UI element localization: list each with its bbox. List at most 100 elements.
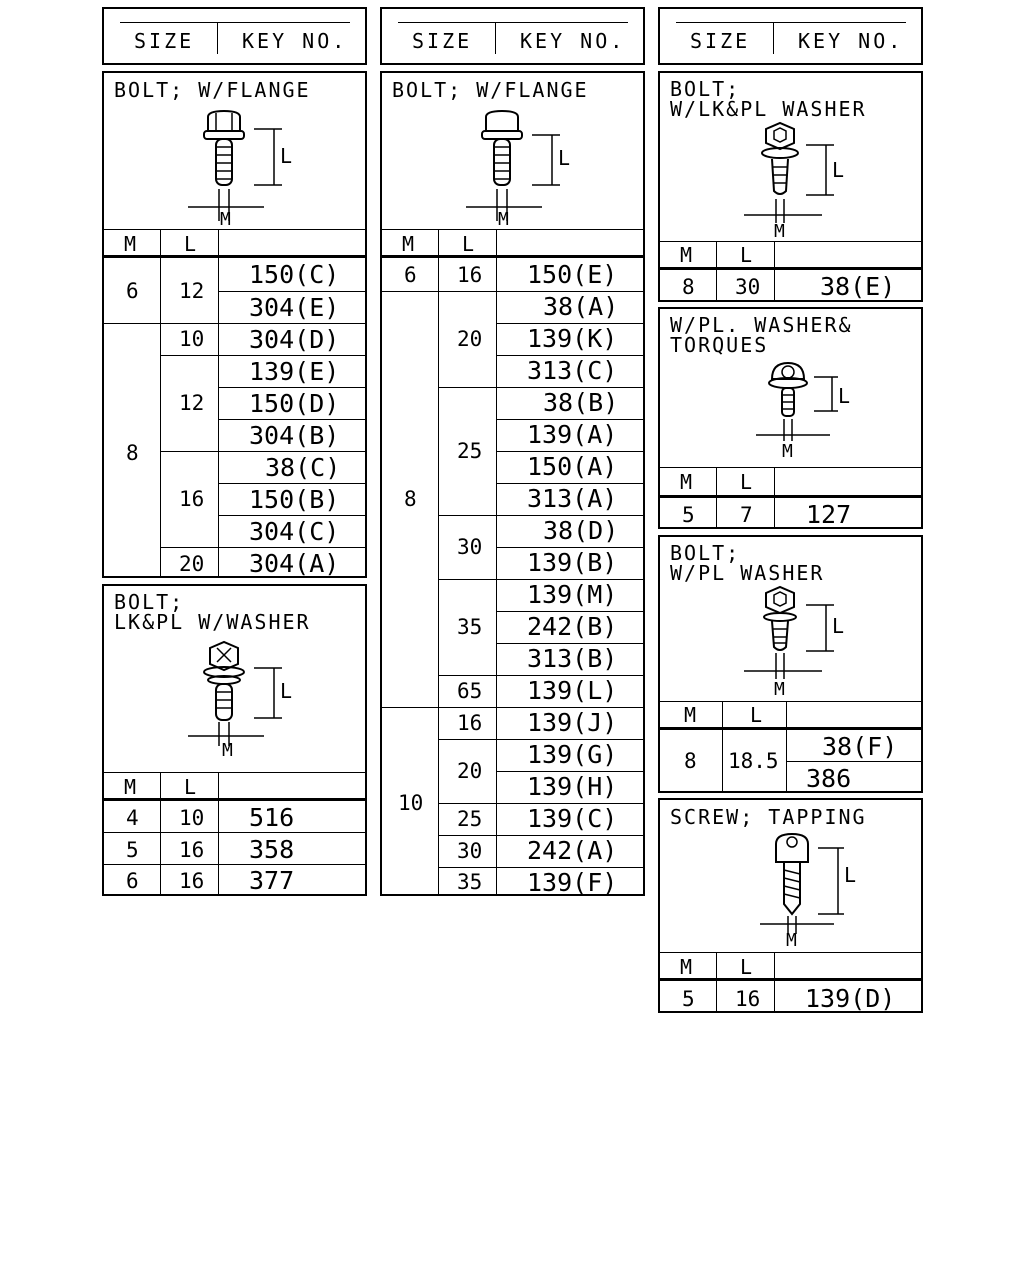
key-no: 38(D): [543, 516, 619, 545]
key-header: KEY NO.: [242, 29, 348, 53]
m-col-header: M: [680, 955, 695, 979]
key-no: 313(B): [527, 644, 618, 673]
svg-text:L: L: [280, 144, 292, 168]
bolt-lkpl-washer-section: BOLT; LK&PL W/WASHER L M M L 4 10 516 5 …: [102, 584, 367, 896]
m-value: 4: [126, 806, 139, 830]
l-col-header: L: [740, 243, 755, 267]
m-value: 8: [684, 749, 697, 773]
m-value: 5: [682, 987, 695, 1011]
key-no: 139(F): [527, 868, 618, 897]
l-value: 12: [179, 279, 205, 303]
m-value: 5: [682, 503, 695, 527]
section-title: SCREW; TAPPING: [670, 805, 867, 829]
l-value: 16: [735, 987, 761, 1011]
m-value: 6: [126, 869, 139, 893]
svg-text:M: M: [782, 441, 793, 462]
l-value: 35: [457, 870, 483, 894]
l-value: 10: [179, 806, 205, 830]
m-value: 5: [126, 838, 139, 862]
l-value: 16: [457, 711, 483, 735]
bolt-w-lkpl-washer-section: BOLT; W/LK&PL WASHER L M M L 8 30 38(E): [658, 71, 923, 302]
l-value: 30: [457, 839, 483, 863]
l-value: 30: [735, 275, 761, 299]
m-value: 8: [404, 487, 417, 511]
l-col-header: L: [184, 232, 199, 256]
key-no: 150(B): [249, 485, 340, 514]
l-value: 20: [457, 327, 483, 351]
header-box-col3: SIZE KEY NO.: [658, 7, 923, 65]
key-no: 313(C): [527, 356, 618, 385]
key-no: 242(B): [527, 612, 618, 641]
l-value: 16: [179, 487, 205, 511]
key-no: 150(A): [527, 452, 618, 481]
key-no: 150(D): [249, 389, 340, 418]
key-no: 38(B): [543, 388, 619, 417]
key-no: 139(C): [527, 804, 618, 833]
key-no: 139(H): [527, 772, 618, 801]
header-box-col1: SIZE KEY NO.: [102, 7, 367, 65]
key-no: 313(A): [527, 484, 618, 513]
key-no: 377: [249, 866, 295, 895]
key-header: KEY NO.: [798, 29, 904, 53]
l-col-header: L: [740, 955, 755, 979]
key-no: 150(E): [527, 260, 618, 289]
m-col-header: M: [402, 232, 417, 256]
size-header: SIZE: [134, 29, 195, 53]
key-no: 38(C): [265, 453, 341, 482]
key-no: 139(K): [527, 324, 618, 353]
key-no: 127: [806, 500, 852, 529]
flange-bolt-icon: L M: [188, 109, 292, 230]
hex-washer-bolt-icon: L M: [744, 121, 844, 242]
key-header: KEY NO.: [520, 29, 626, 53]
key-no: 358: [249, 835, 295, 864]
wpl-washer-torques-section: W/PL. WASHER& TORQUES L M M L 5 7 127: [658, 307, 923, 529]
key-no: 139(J): [527, 708, 618, 737]
bolt-wpl-washer-section: BOLT; W/PL WASHER L M M L 8 18.5 38(F) 3…: [658, 535, 923, 793]
m-col-header: M: [680, 243, 695, 267]
l-value: 25: [457, 439, 483, 463]
svg-text:M: M: [774, 221, 785, 242]
torx-washer-bolt-icon: L M: [756, 361, 850, 462]
m-col-header: M: [124, 775, 139, 799]
tapping-screw-icon: L M: [760, 832, 856, 951]
section-title: BOLT; W/FLANGE: [114, 78, 311, 102]
key-no: 38(E): [820, 272, 896, 301]
key-no: 139(E): [249, 357, 340, 386]
key-no: 139(B): [527, 548, 618, 577]
size-header: SIZE: [412, 29, 473, 53]
l-value: 10: [179, 327, 205, 351]
l-col-header: L: [462, 232, 477, 256]
svg-text:M: M: [222, 740, 233, 761]
l-value: 25: [457, 807, 483, 831]
svg-text:L: L: [838, 384, 850, 408]
section-title-line2: W/PL WASHER: [670, 561, 825, 585]
l-value: 7: [740, 503, 753, 527]
l-value: 20: [179, 552, 205, 576]
size-header: SIZE: [690, 29, 751, 53]
m-value: 8: [682, 275, 695, 299]
section-title-line2: TORQUES: [670, 333, 769, 357]
l-col-header: L: [750, 703, 765, 727]
section-title-line2: LK&PL W/WASHER: [114, 610, 311, 634]
section-title-line1: W/PL. WASHER&: [670, 313, 853, 337]
l-value: 16: [457, 263, 483, 287]
key-no: 304(A): [249, 549, 340, 578]
flange-bolt-icon: L M: [466, 109, 570, 230]
key-no: 304(E): [249, 293, 340, 322]
svg-text:L: L: [844, 863, 856, 887]
l-col-header: L: [740, 470, 755, 494]
header-box-col2: SIZE KEY NO.: [380, 7, 645, 65]
bolt-flange-section-2: BOLT; W/FLANGE L M M L 6 8 10 16 20 25 3: [380, 71, 645, 896]
key-no: 304(C): [249, 517, 340, 546]
key-no: 304(D): [249, 325, 340, 354]
m-value: 6: [404, 263, 417, 287]
section-title-line1: BOLT;: [114, 590, 185, 614]
key-no: 139(G): [527, 740, 618, 769]
key-no: 139(L): [527, 676, 618, 705]
screw-tapping-section: SCREW; TAPPING L M M L 5 16 139(D): [658, 798, 923, 1013]
svg-text:M: M: [774, 679, 785, 700]
key-no: 38(F): [822, 732, 898, 761]
svg-text:M: M: [220, 209, 231, 230]
section-title: BOLT; W/FLANGE: [392, 78, 589, 102]
m-col-header: M: [124, 232, 139, 256]
